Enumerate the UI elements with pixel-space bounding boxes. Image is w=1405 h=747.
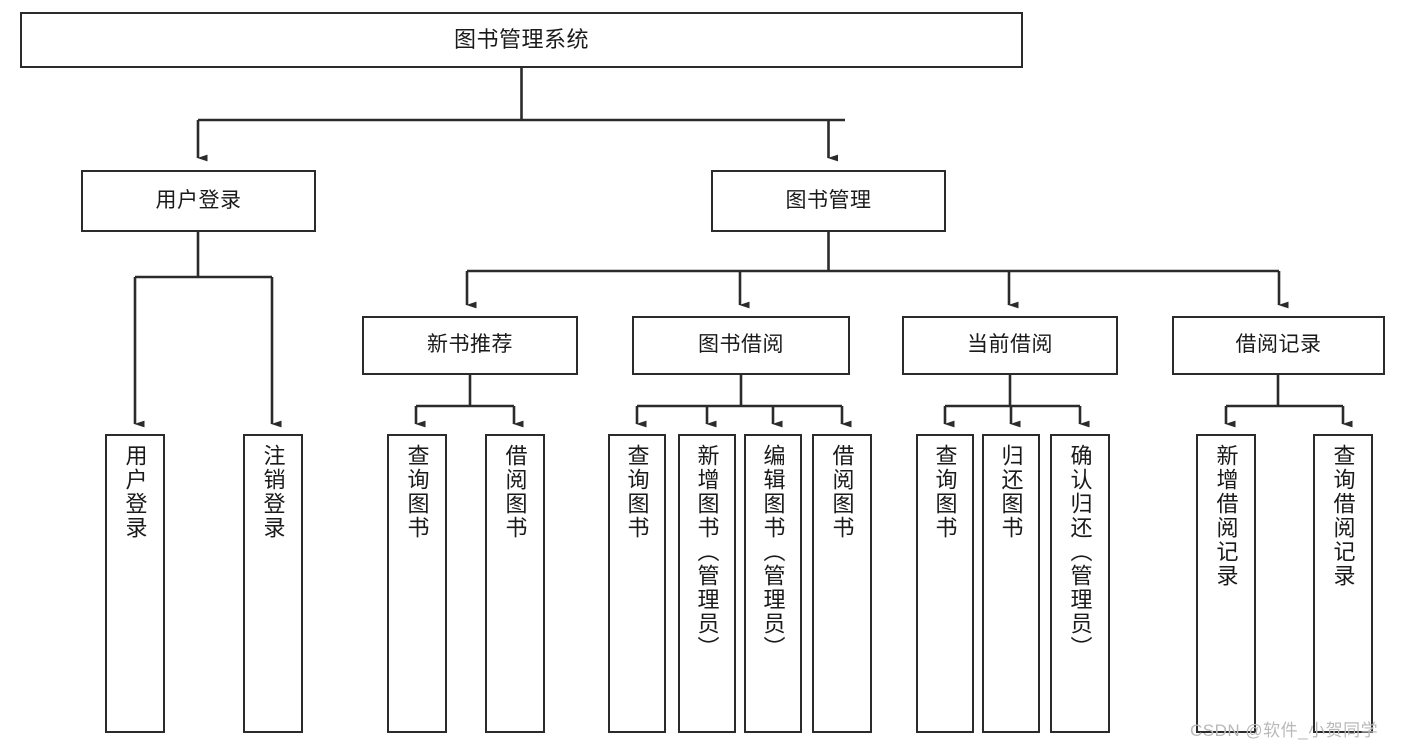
node-leaf-add-borrow-record[interactable]: 新增借阅记录 — [1196, 434, 1256, 733]
node-label: 确认归还（管理员） — [1067, 444, 1093, 660]
node-book-management[interactable]: 图书管理 — [711, 170, 946, 232]
node-leaf-add-book-admin[interactable]: 新增图书（管理员） — [678, 434, 736, 733]
node-label: 新书推荐 — [427, 333, 513, 357]
node-leaf-confirm-return-admin[interactable]: 确认归还（管理员） — [1050, 434, 1110, 733]
node-label: 图书管理 — [785, 188, 872, 212]
node-leaf-edit-book-admin[interactable]: 编辑图书（管理员） — [744, 434, 802, 733]
node-label: 图书借阅 — [698, 333, 784, 357]
node-leaf-query-book-new-book[interactable]: 查询图书 — [387, 434, 447, 733]
node-leaf-borrow-book-new-book[interactable]: 借阅图书 — [485, 434, 545, 733]
node-leaf-query-borrow-record[interactable]: 查询借阅记录 — [1313, 434, 1373, 733]
node-label: 当前借阅 — [967, 333, 1053, 357]
node-label: 查询借阅记录 — [1330, 444, 1356, 588]
node-label: 图书管理系统 — [453, 27, 589, 53]
node-leaf-return-book[interactable]: 归还图书 — [982, 434, 1040, 733]
node-leaf-user-login[interactable]: 用户登录 — [105, 434, 165, 733]
node-label: 注销登录 — [260, 444, 286, 540]
node-current-borrow[interactable]: 当前借阅 — [902, 316, 1118, 375]
node-label: 归还图书 — [998, 444, 1024, 540]
node-root-book-management-system[interactable]: 图书管理系统 — [20, 12, 1023, 68]
node-user-login[interactable]: 用户登录 — [81, 170, 316, 232]
node-label: 查询图书 — [932, 444, 958, 540]
node-leaf-query-book-current[interactable]: 查询图书 — [916, 434, 974, 733]
node-leaf-logout[interactable]: 注销登录 — [243, 434, 303, 733]
node-leaf-borrow-book-borrow[interactable]: 借阅图书 — [812, 434, 872, 733]
node-label: 借阅图书 — [502, 444, 528, 540]
node-label: 借阅图书 — [829, 444, 855, 540]
node-label: 新增图书（管理员） — [694, 444, 720, 660]
node-book-borrow[interactable]: 图书借阅 — [632, 316, 850, 375]
node-label: 查询图书 — [404, 444, 430, 540]
node-borrow-record[interactable]: 借阅记录 — [1172, 316, 1385, 375]
node-new-book-recommendation[interactable]: 新书推荐 — [362, 316, 578, 375]
node-label: 编辑图书（管理员） — [760, 444, 786, 660]
node-label: 用户登录 — [122, 444, 148, 540]
node-leaf-query-book-borrow[interactable]: 查询图书 — [608, 434, 666, 733]
csdn-watermark: CSDN @软件_小贺同学 — [1190, 721, 1379, 740]
node-label: 新增借阅记录 — [1213, 444, 1239, 588]
node-label: 用户登录 — [155, 188, 242, 212]
node-label: 查询图书 — [624, 444, 650, 540]
node-label: 借阅记录 — [1235, 333, 1322, 357]
